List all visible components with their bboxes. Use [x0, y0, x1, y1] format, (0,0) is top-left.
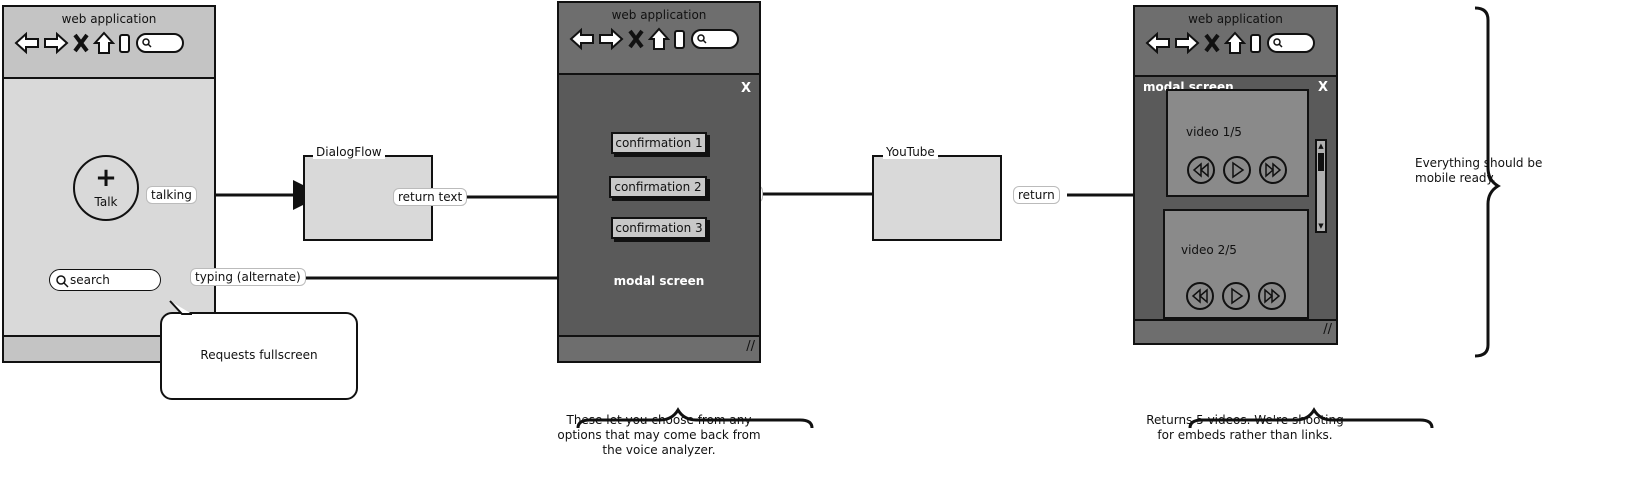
home-icon[interactable] [93, 31, 115, 55]
edge-label-return: return [1013, 186, 1060, 204]
video-controls [1186, 155, 1288, 185]
search-bar-icon[interactable] [690, 27, 740, 51]
video-card: video 2/5 [1163, 209, 1309, 319]
close-x-icon[interactable] [1203, 31, 1221, 55]
right-modal-close[interactable]: X [1317, 80, 1328, 95]
callout-tail [169, 300, 192, 315]
left-app-frame: web application + Talk search [2, 5, 216, 363]
confirmation-3-button[interactable]: confirmation 3 [611, 217, 707, 239]
middle-modal-close[interactable]: X [740, 81, 751, 96]
note-right: Returns 5 videos. We're shooting for emb… [1146, 413, 1344, 442]
forward-arrow-icon[interactable] [43, 31, 69, 55]
middle-app-frame: web application X confirmation 1 confirm… [557, 1, 761, 363]
brace-middle [576, 407, 814, 429]
middle-statusbar: // [559, 335, 759, 361]
scroll-thumb[interactable] [1318, 153, 1324, 171]
video-controls [1185, 281, 1287, 311]
search-bar-icon[interactable] [135, 31, 185, 55]
callout-text: Requests fullscreen [200, 348, 318, 362]
close-x-icon[interactable] [627, 27, 645, 51]
middle-modal-label: modal screen [613, 274, 705, 288]
dialogflow-label: DialogFlow [313, 145, 385, 159]
plus-icon: + [95, 163, 117, 193]
video-title: video 1/5 [1186, 125, 1242, 139]
search-text: search [70, 273, 110, 287]
note-middle: These let you choose from any options th… [557, 413, 761, 457]
back-arrow-icon[interactable] [569, 27, 595, 51]
right-statusbar: // [1135, 319, 1336, 343]
callout-requests-fullscreen: Requests fullscreen [160, 312, 358, 400]
left-frame-title: web application [61, 12, 157, 26]
modal-scrollbar[interactable]: ▲ ▼ [1315, 139, 1327, 233]
video-title: video 2/5 [1181, 243, 1237, 257]
rewind-icon[interactable] [1186, 155, 1216, 185]
middle-titlebar: web application [559, 3, 759, 75]
talk-button[interactable]: + Talk [73, 155, 139, 221]
talk-label: Talk [94, 195, 118, 209]
play-icon[interactable] [1221, 281, 1251, 311]
scroll-up-icon[interactable]: ▲ [1318, 142, 1324, 150]
right-frame-title: web application [1188, 12, 1283, 26]
brace-side [1474, 6, 1501, 358]
left-nav-row [14, 31, 185, 55]
resize-grip-icon[interactable]: // [746, 339, 755, 354]
back-arrow-icon[interactable] [1145, 31, 1171, 55]
confirmation-2-button[interactable]: confirmation 2 [609, 176, 707, 198]
search-bar-icon[interactable] [1266, 31, 1316, 55]
scroll-down-icon[interactable]: ▼ [1318, 222, 1324, 230]
youtube-box [872, 155, 1002, 241]
search-input[interactable]: search [49, 269, 161, 291]
rewind-icon[interactable] [1185, 281, 1215, 311]
confirmation-1-button[interactable]: confirmation 1 [611, 132, 707, 154]
fast-forward-icon[interactable] [1258, 155, 1288, 185]
fast-forward-icon[interactable] [1257, 281, 1287, 311]
play-icon[interactable] [1222, 155, 1252, 185]
left-titlebar: web application [4, 7, 214, 79]
youtube-label: YouTube [883, 145, 938, 159]
page-icon[interactable] [118, 31, 132, 55]
right-app-frame: web application modal screen X video 1/5… [1133, 5, 1338, 345]
resize-grip-icon[interactable]: // [1323, 322, 1332, 337]
search-icon [56, 275, 69, 288]
video-card: video 1/5 [1166, 89, 1309, 197]
right-titlebar: web application [1135, 7, 1336, 77]
edge-label-return-text: return text [393, 188, 468, 206]
edge-label-typing: typing (alternate) [190, 268, 306, 286]
edge-label-talking: talking [146, 186, 197, 204]
home-icon[interactable] [648, 27, 670, 51]
page-icon[interactable] [1249, 31, 1263, 55]
forward-arrow-icon[interactable] [598, 27, 624, 51]
home-icon[interactable] [1224, 31, 1246, 55]
right-nav-row [1145, 31, 1316, 55]
forward-arrow-icon[interactable] [1174, 31, 1200, 55]
back-arrow-icon[interactable] [14, 31, 40, 55]
brace-right [1188, 407, 1434, 429]
note-side: Everything should be mobile ready. [1415, 156, 1543, 185]
close-x-icon[interactable] [72, 31, 90, 55]
page-icon[interactable] [673, 27, 687, 51]
middle-nav-row [569, 27, 740, 51]
middle-frame-title: web application [611, 8, 707, 22]
